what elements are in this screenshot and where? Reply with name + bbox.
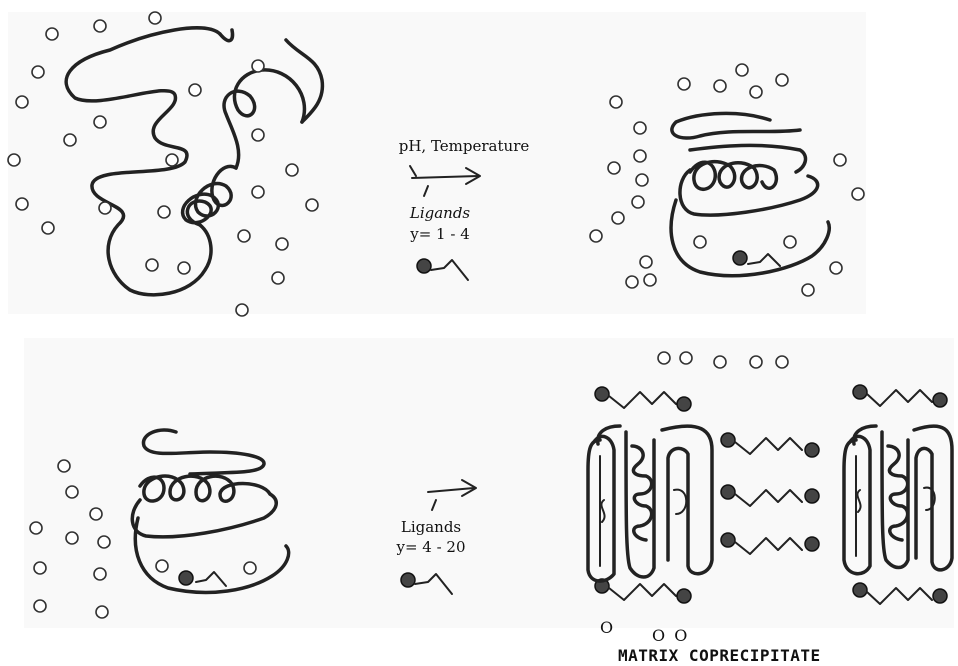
folded-protein-with-ligand <box>671 113 829 275</box>
stacked-protein-left <box>588 426 712 581</box>
stray-mark-o: O <box>600 618 613 637</box>
ligand-symbol-1 <box>417 259 468 280</box>
ligand-bridge-bottom-left <box>595 579 691 603</box>
water-molecules-top-right <box>590 64 864 296</box>
reaction-arrow-1 <box>410 166 480 196</box>
ligand-symbol-2 <box>401 573 452 594</box>
ligand-bridge-mid-1 <box>721 433 819 457</box>
ligand-bridge-top-right <box>853 385 947 407</box>
matrix-coprecipitate-caption: MATRIX COPRECIPITATE <box>618 646 821 665</box>
stray-mark-oo: O O <box>652 626 689 645</box>
ratio-label-1: y= 1 - 4 <box>400 225 480 243</box>
conditions-label: pH, Temperature <box>384 137 544 155</box>
ligand-bridge-bottom-right <box>853 583 947 604</box>
unfolded-protein <box>66 28 322 295</box>
stacked-protein-right <box>844 426 952 574</box>
ligands-label-2: Ligands <box>386 518 476 536</box>
ligand-bridge-mid-2 <box>721 485 819 506</box>
ligands-label-1: Ligands <box>400 204 480 222</box>
ligand-bridge-top-left <box>595 387 691 411</box>
ligand-bridge-mid-3 <box>721 533 819 554</box>
water-molecules-top-left <box>8 12 318 316</box>
reaction-arrow-2 <box>428 480 476 510</box>
ratio-label-2: y= 4 - 20 <box>386 538 476 556</box>
matrix-coprecipitate <box>588 352 952 604</box>
